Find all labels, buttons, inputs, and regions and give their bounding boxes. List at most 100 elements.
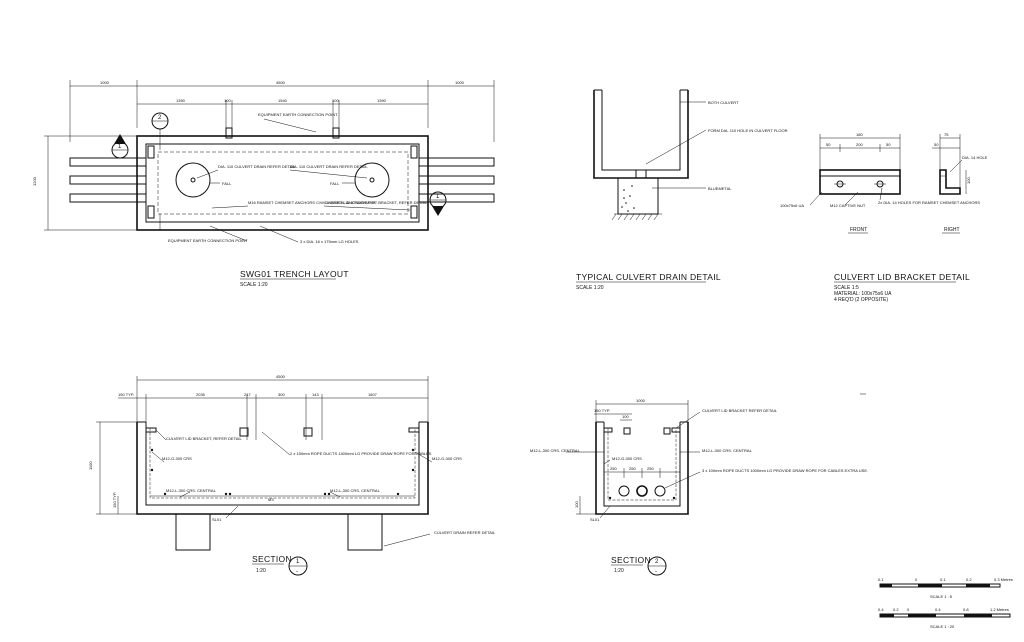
dim-inner-100-left: 100	[224, 98, 231, 103]
note-earth-bottom: EQUIPMENT EARTH CONNECTION POINT	[168, 238, 248, 243]
section-2: 1000 150 TYP. 100 250 250 250 100	[530, 398, 868, 576]
section1-title: SECTION	[252, 554, 292, 564]
dim-inner-1540: 1540	[278, 98, 288, 103]
sec1-dim-2035: 2035	[196, 392, 206, 397]
bracket-note-dia14: DIA. 14 HOLE	[962, 155, 988, 160]
section1-scale: 1:20	[256, 568, 266, 574]
sec2-note-lid-bracket: CULVERT LID BRACKET REFER DETAIL	[702, 408, 778, 413]
svg-text:0.2: 0.2	[966, 577, 972, 582]
bracket-dim-100: 100	[966, 177, 971, 184]
sec2-dim-250-c: 250	[647, 466, 654, 471]
note-fall-left: FALL	[222, 181, 232, 186]
trench-layout-title: SWG01 TRENCH LAYOUT	[240, 269, 349, 279]
svg-text:-: -	[655, 569, 657, 575]
culvert-drain-detail: BOTH CULVERT FORM DIA. 110 HOLE IN CULVE…	[576, 89, 788, 291]
sec1-note-m12l-left: M12-L-300 CRS. CENTRAL	[166, 488, 217, 493]
note-earth-top: EQUIPMENT EARTH CONNECTION POINT	[258, 112, 338, 117]
sec1-note-culvert-drain: CULVERT DRAIN REFER DETAIL	[434, 530, 496, 535]
section2-marker: 2 -	[647, 556, 667, 576]
svg-text:0.3 Metres: 0.3 Metres	[994, 577, 1013, 582]
sec1-note-m12g-left: M12-G-300 CRS	[162, 456, 192, 461]
svg-text:1: 1	[296, 559, 300, 565]
sec2-dim-250-a: 250	[610, 466, 617, 471]
dim-left-1000: 1000	[100, 80, 110, 85]
section1-marker: 1 -	[288, 556, 308, 576]
section-marker-2-top: 2	[151, 112, 169, 150]
note-fall-right: FALL	[330, 181, 340, 186]
svg-text:2: 2	[158, 115, 162, 121]
svg-text:0.8: 0.8	[963, 607, 969, 612]
dim-inner-1390-left: 1390	[176, 98, 186, 103]
bracket-title: CULVERT LID BRACKET DETAIL	[834, 272, 970, 282]
note-form-hole: FORM DIA. 110 HOLE IN CULVERT FLOOR	[708, 128, 788, 133]
note-lid-bracket: CULVERT LID ATTACHMENT BRACKET, REFER DE…	[324, 200, 428, 205]
bracket-dim-200: 200	[856, 142, 863, 147]
bracket-dim-75: 75	[944, 132, 949, 137]
sec1-dim-1607: 1607	[368, 392, 378, 397]
section2-title: SECTION	[611, 555, 651, 565]
bracket-note-holes: 2x DIA. 14 HOLES FOR RAMSET CHEMSET ANCH…	[878, 200, 980, 205]
svg-text:0.2: 0.2	[893, 607, 899, 612]
svg-text:1: 1	[436, 194, 440, 200]
sec1-m-label: M3	[268, 497, 274, 502]
svg-text:0: 0	[907, 607, 910, 612]
trench-layout-plan: 1000 4500 1000 1390 100 1540 100 1390 12…	[32, 80, 495, 288]
trench-layout-scale: SCALE 1:20	[240, 282, 268, 288]
note-drain-right: DIA. 110 CULVERT DRAIN REFER DETAIL	[290, 164, 368, 169]
sec1-dim-1100: 1100	[88, 461, 93, 470]
sec2-note-ducts: 3 x 100mm ROPE DUCTS 1000mm LG PROVIDE D…	[702, 468, 868, 473]
sec1-dim-143: 143	[312, 392, 319, 397]
svg-text:0.4: 0.4	[935, 607, 941, 612]
scale-label-1-5: SCALE 1 : 5	[930, 594, 953, 599]
sec1-slab-label: SL01	[212, 517, 222, 522]
dim-side-1200: 1200	[32, 176, 37, 186]
section-marker-1-left: 1	[111, 134, 129, 159]
bracket-scale: SCALE 1:5	[834, 285, 859, 291]
sec2-slab-label: SL01	[590, 517, 600, 522]
note-both-culvert: BOTH CULVERT	[708, 100, 739, 105]
bracket-dim-50-b: 50	[886, 142, 891, 147]
dim-inner-1390-right: 1390	[377, 98, 387, 103]
scale-bar-1-5: 0.1 0 0.1 0.2 0.3 Metres SCALE 1 : 5	[878, 577, 1013, 599]
note-ramset-anchors: M16 RAMSET CHEMSET ANCHORS C/W CHEMICAL …	[248, 200, 376, 205]
bracket-dim-180: 180	[856, 132, 863, 137]
svg-text:0.1: 0.1	[878, 577, 884, 582]
culvert-drain-title: TYPICAL CULVERT DRAIN DETAIL	[576, 272, 721, 282]
bluemetal-stipple	[621, 185, 635, 212]
svg-text:0.4: 0.4	[878, 607, 884, 612]
scale-label-1-20: SCALE 1 : 20	[930, 624, 955, 629]
sec1-note-ducts: 2 x 150mm ROPE DUCTS 1400mm LG PROVIDE D…	[290, 451, 432, 456]
note-holes: 3 x DIA. 16 x 175mm LG HOLES	[300, 239, 359, 244]
section-marker-1-right: 1	[429, 191, 447, 216]
bracket-note-ua: 100x75x6 UA	[780, 203, 804, 208]
sec2-dim-150typ: 150 TYP.	[594, 408, 610, 413]
culvert-drain-scale: SCALE 1:20	[576, 285, 604, 291]
note-bluemetal: BLUEMETAL	[708, 186, 732, 191]
bracket-note-captive-nut: M12 CAPTIVE NUT	[830, 203, 866, 208]
sec2-dim-side: 100	[574, 501, 579, 508]
sec1-note-lid-bracket: CULVERT LID BRACKET, REFER DETAIL	[166, 436, 242, 441]
section2-scale: 1:20	[614, 568, 624, 574]
svg-text:0: 0	[915, 577, 918, 582]
svg-text:1: 1	[118, 144, 122, 150]
bracket-dim-50-c: 50	[934, 142, 939, 147]
svg-text:0.1: 0.1	[940, 577, 946, 582]
bracket-detail: 180 50 200 50 100x75x6 UA M12 CAPTIVE NU…	[780, 132, 988, 303]
dim-inner-100-right: 100	[332, 98, 339, 103]
dim-middle-4500: 4500	[276, 80, 286, 85]
sec1-dim-150: 150 TYP.	[112, 492, 117, 508]
sec2-note-m12g: M12-G-300 CRS	[612, 456, 642, 461]
sec1-note-m12l-right: M12-L-300 CRS. CENTRAL	[330, 488, 381, 493]
bracket-material: MATERIAL: 100x75x6 UA	[834, 291, 892, 297]
sec1-note-m12g-right: M12-G-300 CRS	[432, 456, 462, 461]
svg-text:-: -	[296, 569, 298, 575]
sec2-dim-100: 100	[622, 414, 629, 419]
sec1-dim-217: 217	[244, 392, 251, 397]
section-1: 4500 150 TYP. 2035 217 300 143 1607 1100…	[88, 374, 496, 576]
svg-text:2: 2	[655, 559, 659, 565]
sec2-dim-250-b: 250	[629, 466, 636, 471]
sec1-dim-150typ: 150 TYP.	[118, 392, 134, 397]
svg-text:1.2 Metres: 1.2 Metres	[990, 607, 1009, 612]
sec2-note-m12l-right: M12-L-300 CRS. CENTRAL	[702, 448, 753, 453]
